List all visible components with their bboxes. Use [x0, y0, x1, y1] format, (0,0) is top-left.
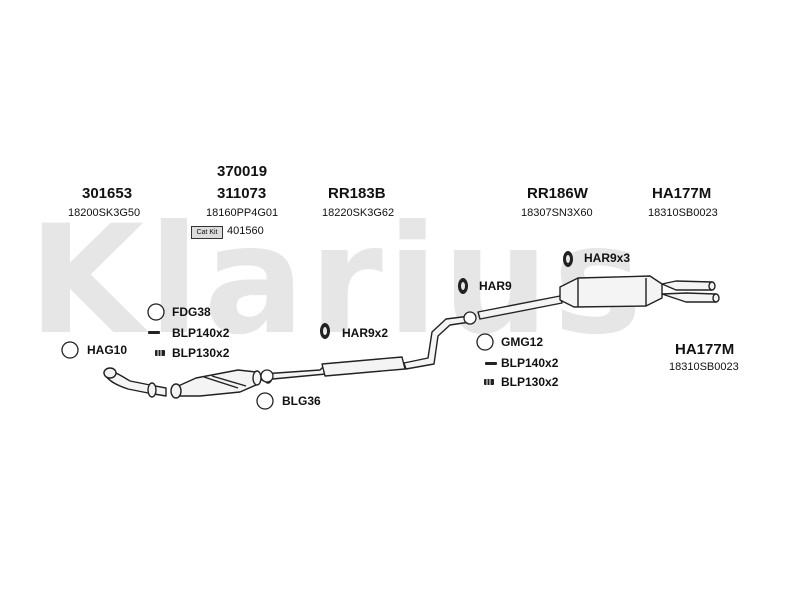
rubber-hanger-icon-har9 [458, 278, 468, 294]
spring-icon-blp130-right [484, 379, 494, 385]
fitting-label-har9: HAR9 [479, 279, 512, 293]
fitting-label-blg36: BLG36 [282, 394, 321, 408]
part-number-311073: 311073 [217, 185, 267, 202]
intermediate-pipe-part [403, 315, 471, 370]
fitting-label-fdg38: FDG38 [172, 305, 211, 319]
oe-number-18310SB0023-top: 18310SB0023 [648, 207, 718, 219]
downpipe-flange [103, 367, 117, 379]
part-number-301653: 301653 [82, 185, 133, 202]
cat-kit-number: 401560 [227, 225, 264, 237]
tailpipe-upper [661, 280, 713, 291]
fitting-label-blp130-right: BLP130x2 [501, 375, 559, 389]
fitting-label-gmg12: GMG12 [501, 335, 544, 349]
part-number-ha177m-top: HA177M [652, 185, 712, 202]
gasket-icon-rear-inlet [463, 311, 477, 325]
tailpipe-end-lower [712, 293, 720, 303]
cat-kit-badge: Cat Kit [191, 226, 223, 239]
fitting-label-har9x2: HAR9x2 [342, 326, 389, 340]
gasket-icon-cat-outlet [260, 369, 274, 383]
oe-number-18307SN3X60: 18307SN3X60 [521, 207, 593, 219]
cat-outlet-flange [252, 370, 262, 386]
rear-pipe-part [477, 295, 563, 320]
part-number-370019: 370019 [217, 163, 268, 180]
fitting-label-blp130-left: BLP130x2 [172, 346, 230, 360]
cat-inlet-flange [170, 383, 182, 399]
gasket-icon-blg36 [256, 392, 274, 410]
rubber-hanger-icon-har9x2 [320, 323, 330, 339]
oe-number-18160PP4G01: 18160PP4G01 [206, 207, 279, 219]
part-number-rr183b: RR183B [328, 185, 386, 202]
spring-icon-blp130-left [155, 350, 165, 356]
fitting-label-blp140-left: BLP140x2 [172, 326, 230, 340]
bolt-icon-blp140-left [148, 331, 160, 334]
tailpipe-end-upper [708, 281, 716, 291]
cat-ridge [203, 376, 239, 389]
oe-number-18310SB0023-bottom: 18310SB0023 [669, 361, 739, 373]
rear-silencer-part [559, 275, 663, 308]
klarius-watermark: Klarius [28, 194, 647, 368]
catalytic-converter-part [175, 369, 257, 397]
rubber-hanger-icon-har9x3 [563, 251, 573, 267]
part-number-ha177m-bottom: HA177M [675, 341, 735, 358]
downpipe-flange-rear [147, 382, 157, 398]
oe-number-18200SK3G50: 18200SK3G50 [68, 207, 141, 219]
part-number-rr186w: RR186W [527, 185, 588, 202]
gasket-icon-fdg38 [147, 303, 165, 321]
fitting-label-blp140-right: BLP140x2 [501, 356, 559, 370]
fitting-label-har9x3: HAR9x3 [584, 251, 631, 265]
center-silencer-part [321, 356, 406, 377]
gasket-icon-gmg12 [476, 333, 494, 351]
gasket-icon-hag10 [61, 341, 79, 359]
bolt-icon-blp140-right [485, 362, 497, 365]
fitting-label-hag10: HAG10 [87, 343, 128, 357]
tailpipe-lower [661, 292, 717, 303]
cat-ridge-2 [211, 375, 247, 387]
oe-number-18220SK3G62: 18220SK3G62 [322, 207, 395, 219]
